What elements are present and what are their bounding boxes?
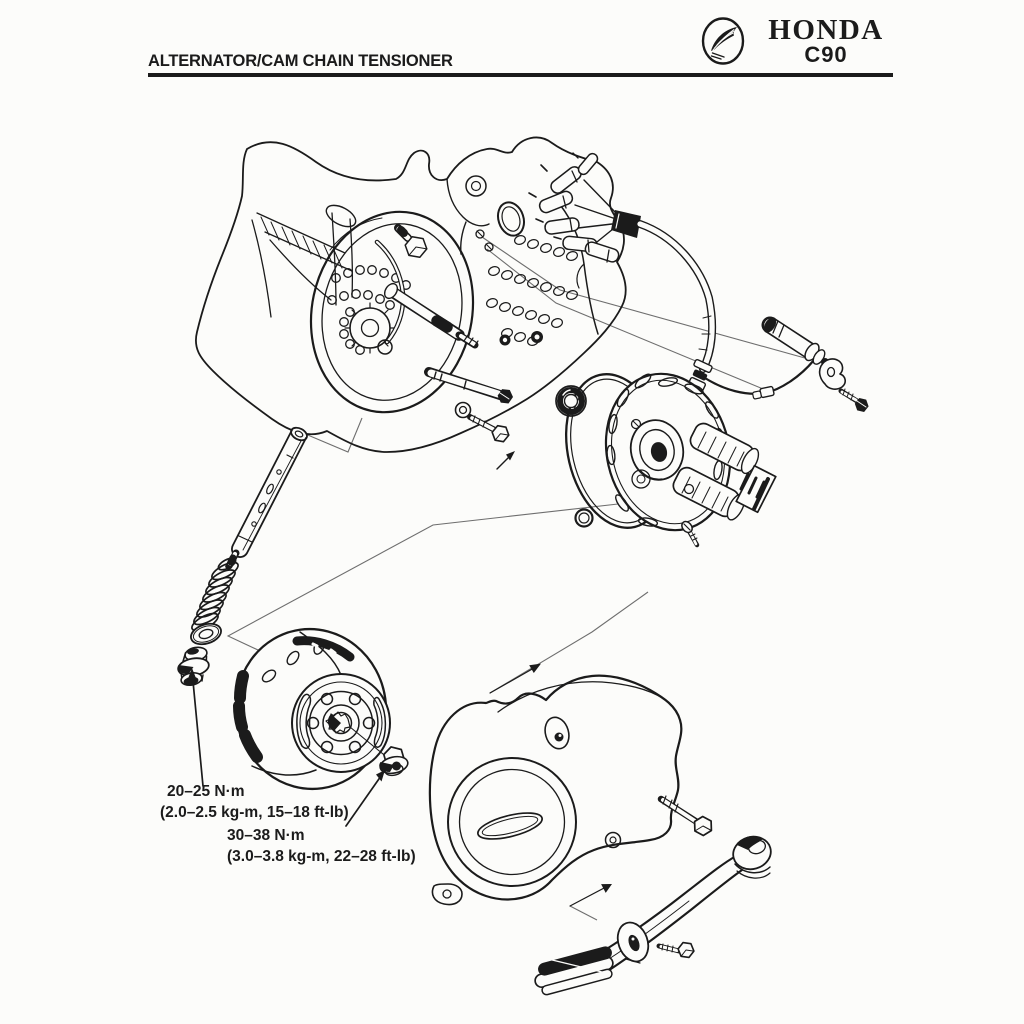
tensioner-washer: [190, 622, 222, 646]
flywheel-rotor: [233, 627, 391, 791]
stator-plate-assembly: [604, 372, 777, 548]
torque-value: 30–38 N·m: [227, 827, 305, 844]
kickstart-lever: [534, 835, 772, 996]
o-ring: [574, 508, 594, 528]
torque-value-alt: (2.0–2.5 kg-m, 15–18 ft-lb): [160, 804, 349, 821]
assembly-direction-arrows: [489, 451, 612, 907]
torque-callout-tensioner-nut: 20–25 N·m (2.0–2.5 kg-m, 15–18 ft-lb): [160, 668, 349, 821]
torque-callouts: 20–25 N·m (2.0–2.5 kg-m, 15–18 ft-lb) 30…: [160, 668, 416, 865]
torque-value-alt: (3.0–3.8 kg-m, 22–28 ft-lb): [227, 848, 416, 865]
cam-chain: [327, 265, 411, 355]
stator-coils: [672, 422, 777, 521]
camshaft-bolt: [394, 224, 428, 259]
cam-chain-sprocket: [344, 302, 396, 354]
wire-clamp: [818, 358, 846, 390]
kickstart-lever-boss: [732, 835, 772, 879]
condenser: [761, 316, 829, 366]
cover-bolt: [657, 795, 713, 837]
clutch-rollers: [486, 235, 578, 346]
model-code: C90: [804, 42, 848, 67]
harness-grommet: [688, 358, 713, 392]
pinch-bolt: [656, 941, 695, 959]
torque-callout-flywheel-nut: 30–38 N·m (3.0–3.8 kg-m, 22–28 ft-lb): [227, 770, 416, 865]
oil-seal: [555, 385, 587, 417]
crankcase-cover: [428, 674, 683, 906]
header-rule: [148, 73, 893, 77]
page-title: ALTERNATOR/CAM CHAIN TENSIONER: [148, 52, 453, 70]
tensioner-rod-installed: [383, 282, 479, 349]
stator-rim-slots: [606, 373, 725, 527]
tensioner-spring: [191, 557, 239, 632]
guide-roller-pin: [424, 367, 513, 404]
case-bolt-and-washer: [454, 401, 510, 443]
crankcase-assembly: [195, 136, 627, 453]
brand-block: HONDA C90: [700, 16, 900, 66]
kickstart-pedal: [534, 946, 614, 996]
tensioner-push-rod: [231, 426, 308, 558]
honda-wing-icon: [701, 17, 745, 65]
torque-value: 20–25 N·m: [167, 783, 245, 800]
clamp-bolt: [838, 388, 869, 412]
wiring-harness: [528, 152, 869, 422]
brand-wordmark: HONDA: [768, 14, 884, 46]
bullet-connectors: [528, 152, 620, 263]
flywheel-flange-nut: [379, 746, 409, 777]
flywheel-face-holes: [306, 692, 376, 754]
stator-screw: [681, 520, 700, 548]
